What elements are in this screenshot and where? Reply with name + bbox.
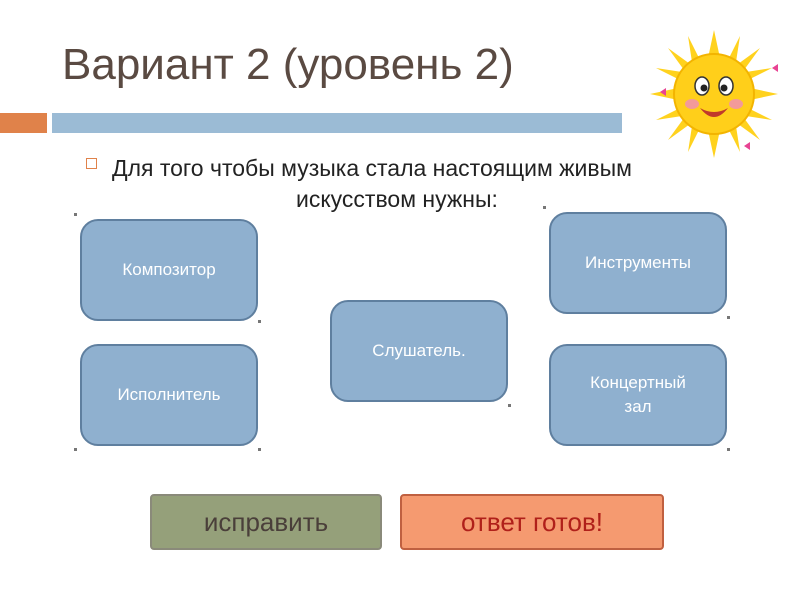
square-bullet-icon <box>86 158 97 169</box>
question-line-1: Для того чтобы музыка стала настоящим жи… <box>112 155 632 181</box>
selection-handle <box>727 448 730 451</box>
smiling-sun-icon <box>648 28 780 160</box>
slide-title: Вариант 2 (уровень 2) <box>62 40 514 90</box>
option-performer[interactable]: Исполнитель <box>80 344 258 446</box>
option-listener-label: Слушатель. <box>372 339 465 363</box>
title-accent-bar-blue <box>52 113 622 133</box>
selection-handle <box>74 448 77 451</box>
option-performer-label: Исполнитель <box>117 383 220 407</box>
fix-button-label: исправить <box>204 507 328 538</box>
fix-button[interactable]: исправить <box>150 494 382 550</box>
option-concert-hall-label-1: Концертный <box>590 371 686 395</box>
selection-handle <box>258 320 261 323</box>
option-composer[interactable]: Композитор <box>80 219 258 321</box>
question-line-2: искусством нужны: <box>112 184 732 215</box>
selection-handle <box>543 206 546 209</box>
selection-handle <box>727 316 730 319</box>
option-instruments[interactable]: Инструменты <box>549 212 727 314</box>
option-listener[interactable]: Слушатель. <box>330 300 508 402</box>
selection-handle <box>258 448 261 451</box>
option-composer-label: Композитор <box>122 258 215 282</box>
option-concert-hall-label-2: зал <box>624 395 651 419</box>
option-concert-hall[interactable]: Концертный зал <box>549 344 727 446</box>
selection-handle <box>508 404 511 407</box>
option-instruments-label: Инструменты <box>585 251 691 275</box>
answer-ready-button[interactable]: ответ готов! <box>400 494 664 550</box>
question-text: Для того чтобы музыка стала настоящим жи… <box>112 153 732 215</box>
answer-ready-button-label: ответ готов! <box>461 507 603 538</box>
title-accent-bar-orange <box>0 113 47 133</box>
selection-handle <box>74 213 77 216</box>
